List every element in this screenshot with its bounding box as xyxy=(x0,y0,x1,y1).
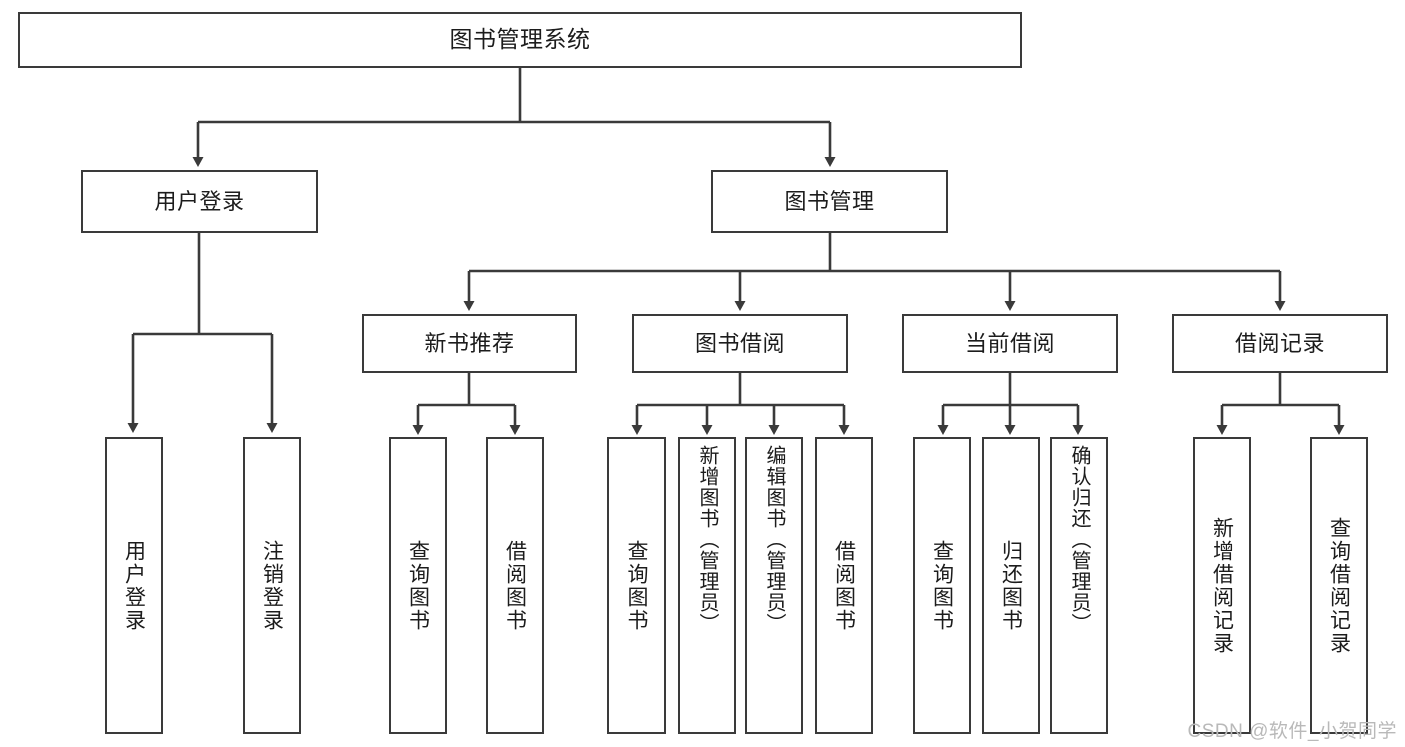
leaf-new-book-borrow[interactable]: 借阅图书 xyxy=(486,437,544,734)
node-label: 借阅图书 xyxy=(503,539,527,632)
node-label: 查询图书 xyxy=(406,539,430,632)
node-label: 查询图书 xyxy=(625,539,648,632)
leaf-user-login-login[interactable]: 用户登录 xyxy=(105,437,163,734)
node-label: 新增借阅记录 xyxy=(1210,516,1234,655)
leaf-record-add-record[interactable]: 新增借阅记录 xyxy=(1193,437,1251,734)
node-book-management[interactable]: 图书管理 xyxy=(711,170,948,233)
node-label: 归还图书 xyxy=(999,539,1023,632)
node-label: 查询借阅记录 xyxy=(1327,516,1351,655)
leaf-current-query-book[interactable]: 查询图书 xyxy=(913,437,971,734)
node-label: 编辑图书（管理员） xyxy=(763,445,785,634)
node-book-borrow[interactable]: 图书借阅 xyxy=(632,314,848,373)
leaf-current-confirm-return-admin[interactable]: 确认归还（管理员） xyxy=(1050,437,1108,734)
leaf-borrow-add-book-admin[interactable]: 新增图书（管理员） xyxy=(678,437,736,734)
leaf-borrow-borrow-book[interactable]: 借阅图书 xyxy=(815,437,873,734)
node-new-book-recommend[interactable]: 新书推荐 xyxy=(362,314,577,373)
node-label: 图书管理系统 xyxy=(449,26,591,53)
node-borrow-record[interactable]: 借阅记录 xyxy=(1172,314,1388,373)
node-label: 图书管理 xyxy=(784,188,875,214)
node-label: 借阅图书 xyxy=(832,539,856,632)
leaf-borrow-query-book[interactable]: 查询图书 xyxy=(607,437,666,734)
node-current-borrow[interactable]: 当前借阅 xyxy=(902,314,1118,373)
leaf-record-query-record[interactable]: 查询借阅记录 xyxy=(1310,437,1368,734)
node-user-login[interactable]: 用户登录 xyxy=(81,170,318,233)
node-label: 确认归还（管理员） xyxy=(1068,445,1090,634)
node-label: 查询图书 xyxy=(930,539,954,632)
node-label: 注销登录 xyxy=(260,539,284,632)
leaf-user-login-logout[interactable]: 注销登录 xyxy=(243,437,301,734)
node-label: 当前借阅 xyxy=(964,330,1055,356)
leaf-borrow-edit-book-admin[interactable]: 编辑图书（管理员） xyxy=(745,437,803,734)
leaf-new-book-query[interactable]: 查询图书 xyxy=(389,437,447,734)
node-label: 用户登录 xyxy=(154,188,245,214)
node-label: 借阅记录 xyxy=(1234,330,1325,356)
node-label: 新书推荐 xyxy=(424,330,515,356)
csdn-watermark: CSDN @软件_小贺同学 xyxy=(1187,721,1397,742)
leaf-current-return-book[interactable]: 归还图书 xyxy=(982,437,1040,734)
node-label: 新增图书（管理员） xyxy=(696,445,718,634)
node-label: 用户登录 xyxy=(122,539,146,632)
node-root-system[interactable]: 图书管理系统 xyxy=(18,12,1022,68)
node-label: 图书借阅 xyxy=(694,330,785,356)
